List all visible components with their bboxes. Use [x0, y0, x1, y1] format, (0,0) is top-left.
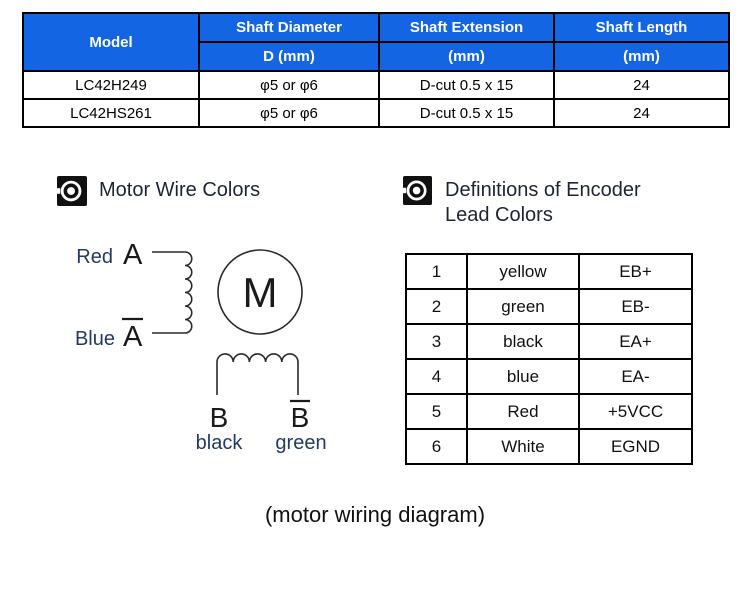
spec-header-length-unit: (mm) [553, 41, 730, 72]
encoder-color: Red [466, 393, 580, 430]
phase-b-coil [216, 353, 299, 395]
spec-header-row-2: D (mm) (mm) (mm) [23, 41, 730, 72]
encoder-row: 6 White EGND [405, 428, 693, 465]
target-bullseye-icon [57, 176, 87, 206]
encoder-row: 3 black EA+ [405, 323, 693, 360]
encoder-pin: 1 [405, 253, 468, 290]
encoder-lead-table: 1 yellow EB+ 2 green EB- 3 black EA+ 4 b… [405, 253, 693, 465]
section-title-line1: Definitions of Encoder [445, 179, 641, 201]
section-title-line2: Lead Colors [445, 204, 553, 226]
encoder-color: blue [466, 358, 580, 395]
phase-b-bar-color-label: green [275, 432, 326, 454]
phase-a-bar-color-label: Blue [75, 328, 115, 350]
motor-circle [217, 249, 303, 335]
motor-wiring-diagram: M Red A Blue A B B black green [75, 239, 327, 454]
phase-b-terminal-label: B [210, 402, 229, 433]
spec-row-lc42h249: LC42H249 φ5 or φ6 D-cut 0.5 x 15 24 [22, 70, 730, 100]
spec-cell-model: LC42HS261 [22, 98, 200, 128]
spec-header-model: Model [22, 12, 200, 72]
encoder-signal: EB- [578, 288, 693, 325]
encoder-signal: EB+ [578, 253, 693, 290]
target-bullseye-icon [403, 176, 433, 206]
spec-header-length: Shaft Length [553, 12, 730, 43]
encoder-color: green [466, 288, 580, 325]
encoder-pin: 5 [405, 393, 468, 430]
spec-cell-diameter: φ5 or φ6 [198, 98, 380, 128]
encoder-row: 4 blue EA- [405, 358, 693, 395]
phase-b-color-label: black [196, 432, 244, 454]
spec-cell-extension: D-cut 0.5 x 15 [378, 98, 555, 128]
spec-cell-diameter: φ5 or φ6 [198, 70, 380, 100]
encoder-color: black [466, 323, 580, 360]
section-title: Motor Wire Colors [99, 179, 261, 201]
spec-cell-model: LC42H249 [22, 70, 200, 100]
spec-row-lc42hs261: LC42HS261 φ5 or φ6 D-cut 0.5 x 15 24 [22, 98, 730, 128]
diagram-caption: (motor wiring diagram) [264, 502, 486, 527]
encoder-signal: EA+ [578, 323, 693, 360]
encoder-color: White [466, 428, 580, 465]
encoder-row: 2 green EB- [405, 288, 693, 325]
encoder-row: 5 Red +5VCC [405, 393, 693, 430]
encoder-signal: +5VCC [578, 393, 693, 430]
phase-b-bar-terminal-label: B [291, 402, 310, 433]
encoder-color: yellow [466, 253, 580, 290]
spec-header-diameter-unit: D (mm) [198, 41, 380, 72]
encoder-signal: EA- [578, 358, 693, 395]
spec-header-row-1: Model Shaft Diameter Shaft Extension Sha… [22, 12, 730, 72]
encoder-pin: 3 [405, 323, 468, 360]
encoder-lead-colors-heading: Definitions of Encoder Lead Colors [403, 176, 641, 228]
encoder-signal: EGND [578, 428, 693, 465]
spec-header-extension: Shaft Extension [378, 12, 555, 43]
encoder-pin: 2 [405, 288, 468, 325]
phase-a-bar-terminal-label: A [123, 321, 143, 353]
phase-a-terminal-label: A [123, 239, 143, 271]
spec-header-diameter: Shaft Diameter [198, 12, 380, 43]
motor-symbol-label: M [243, 269, 278, 316]
motor-wire-colors-heading: Motor Wire Colors [57, 176, 260, 206]
encoder-row: 1 yellow EB+ [405, 253, 693, 290]
shaft-spec-table: Model Shaft Diameter Shaft Extension Sha… [22, 12, 730, 128]
phase-a-coil [152, 251, 193, 334]
spec-header-extension-unit: (mm) [378, 41, 555, 72]
spec-cell-length: 24 [553, 70, 730, 100]
phase-a-color-label: Red [76, 246, 113, 268]
spec-cell-extension: D-cut 0.5 x 15 [378, 70, 555, 100]
encoder-pin: 6 [405, 428, 468, 465]
encoder-pin: 4 [405, 358, 468, 395]
spec-cell-length: 24 [553, 98, 730, 128]
